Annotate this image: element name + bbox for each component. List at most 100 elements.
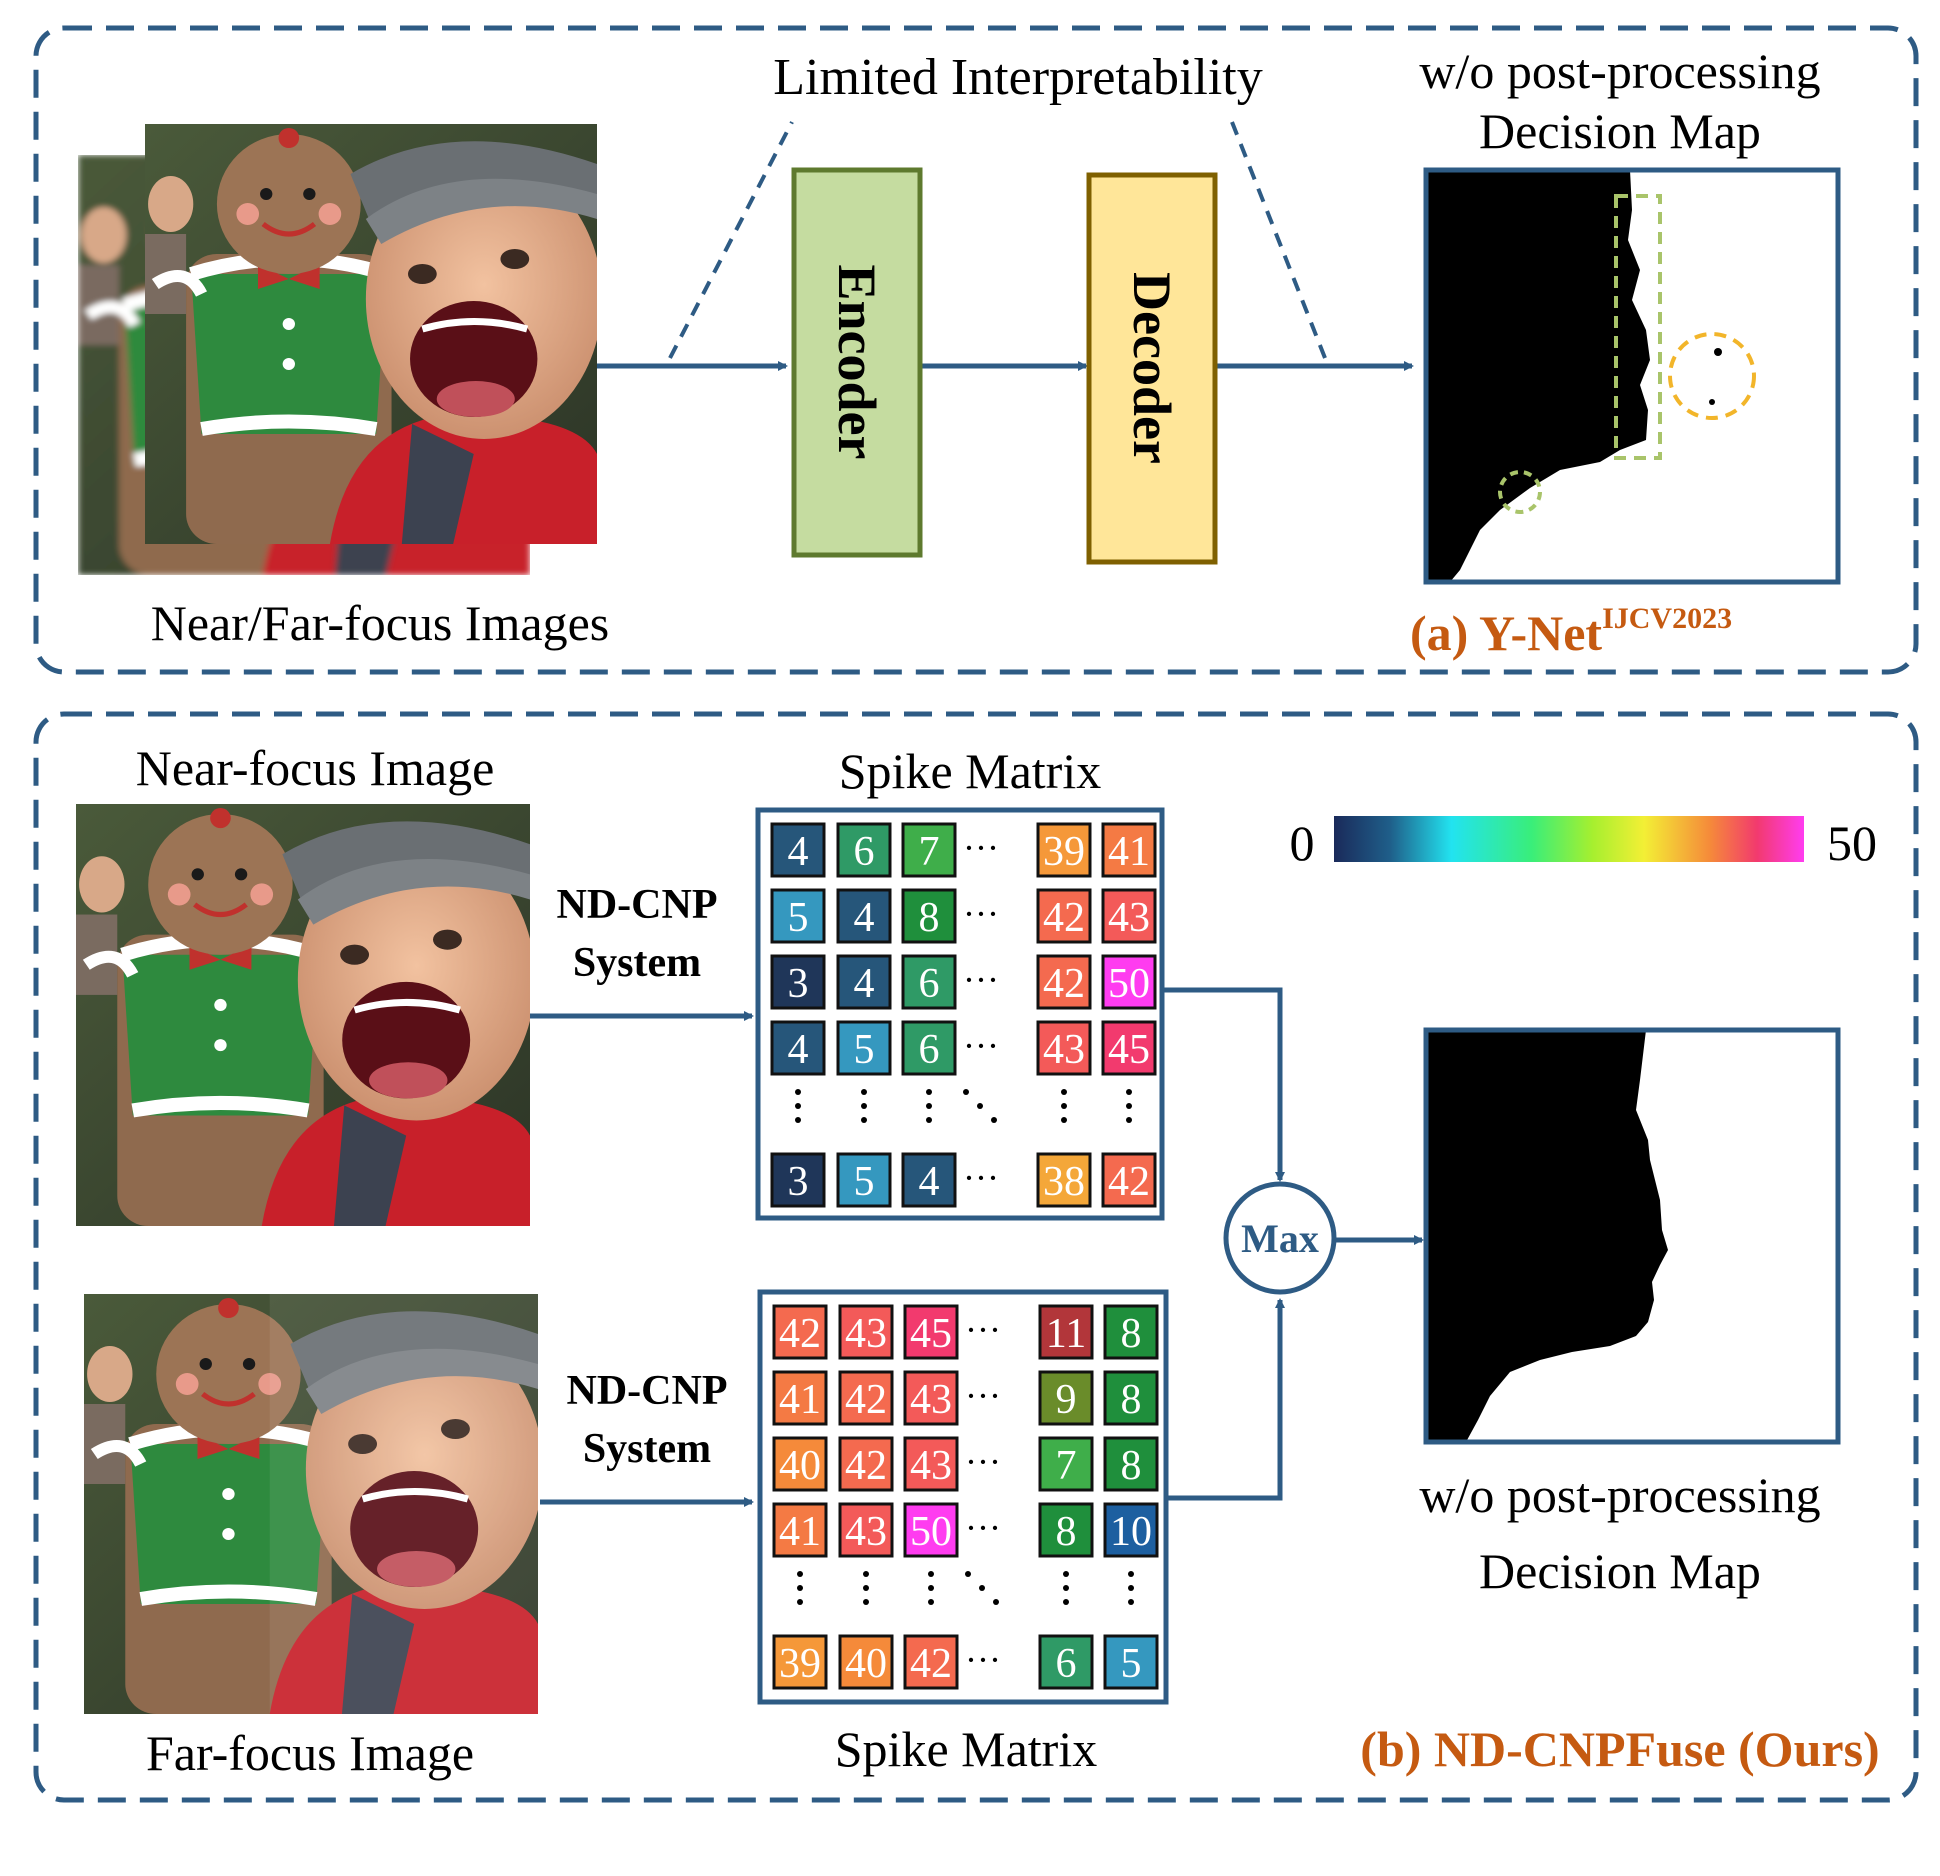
ours-output-label-line2: Decision Map — [1479, 1543, 1761, 1599]
spike-cell — [1036, 954, 1092, 1010]
column-ellipsis-dot — [797, 1599, 803, 1605]
spike-cell — [838, 1634, 894, 1690]
diagonal-ellipsis-dot — [977, 1103, 983, 1109]
spike-cell — [1036, 888, 1092, 944]
row-ellipsis: ··· — [965, 1376, 1001, 1416]
spike-cell-value: 41 — [779, 1377, 821, 1423]
spike-cell-value: 43 — [845, 1509, 887, 1555]
arrow-bottom-matrix-to-max — [1166, 1298, 1285, 1501]
spike-cell — [770, 1020, 826, 1076]
spike-cell-value: 39 — [779, 1641, 821, 1687]
column-ellipsis-dot — [863, 1599, 869, 1605]
column-ellipsis-dot — [863, 1571, 869, 1577]
spike-cell-value: 40 — [845, 1641, 887, 1687]
nd-cnp-bottom-line2: System — [583, 1426, 711, 1472]
row-ellipsis: ··· — [965, 1442, 1001, 1482]
spike-cell-value: 38 — [1043, 1159, 1085, 1205]
spike-cell-value: 40 — [779, 1443, 821, 1489]
ours-decision-map — [1423, 1027, 1841, 1445]
spike-cell-value: 5 — [854, 1159, 875, 1205]
spike-cell — [772, 1436, 828, 1492]
spike-cell — [901, 1020, 957, 1076]
spike-cell — [1101, 822, 1157, 878]
ynet-artifact-circle-large — [1668, 332, 1756, 420]
spike-cell — [770, 822, 826, 878]
column-ellipsis-dot — [926, 1103, 932, 1109]
spike-matrix-bottom-label: Spike Matrix — [835, 1721, 1097, 1777]
spike-cell-value: 41 — [779, 1509, 821, 1555]
column-ellipsis-dot — [1063, 1585, 1069, 1591]
spike-cell-value: 7 — [919, 829, 940, 875]
row-ellipsis: ··· — [965, 1640, 1001, 1680]
spike-cell — [903, 1502, 959, 1558]
max-label: Max — [1241, 1216, 1319, 1261]
spike-cell — [1038, 1634, 1094, 1690]
column-ellipsis-dot — [1128, 1599, 1134, 1605]
spike-cell — [1038, 1370, 1094, 1426]
interpretability-dash-right — [1230, 121, 1327, 359]
diagonal-ellipsis-dot — [965, 1571, 971, 1577]
spike-cell — [1036, 1152, 1092, 1208]
spike-cell — [770, 888, 826, 944]
column-ellipsis-dot — [1061, 1103, 1067, 1109]
column-ellipsis-dot — [861, 1117, 867, 1123]
spike-cell — [1038, 1436, 1094, 1492]
diagonal-ellipsis-dot — [991, 1117, 997, 1123]
colorbar-min-label: 0 — [1290, 815, 1315, 871]
spike-cell — [903, 1304, 959, 1360]
spike-cell — [772, 1634, 828, 1690]
spike-cell-value: 43 — [910, 1377, 952, 1423]
spike-cell — [838, 1436, 894, 1492]
spike-cell-value: 8 — [919, 895, 940, 941]
column-ellipsis-dot — [861, 1103, 867, 1109]
spike-cell-value: 11 — [1046, 1311, 1086, 1357]
column-ellipsis-dot — [1128, 1585, 1134, 1591]
nd-cnp-top-line1: ND-CNP — [557, 882, 718, 928]
spike-cell-value: 5 — [854, 1027, 875, 1073]
spike-cell-value: 9 — [1056, 1377, 1077, 1423]
colorbar-max-label: 50 — [1827, 815, 1877, 871]
spike-cell-value: 3 — [788, 961, 809, 1007]
spike-cell — [1036, 1020, 1092, 1076]
column-ellipsis-dot — [1128, 1571, 1134, 1577]
ours-output-label-line1: w/o post-processing — [1419, 1467, 1820, 1523]
spike-cell-value: 3 — [788, 1159, 809, 1205]
spike-cell — [1101, 1020, 1157, 1076]
spike-cell — [1101, 1152, 1157, 1208]
column-ellipsis-dot — [795, 1103, 801, 1109]
spike-cell-value: 45 — [910, 1311, 952, 1357]
far-focus-label: Far-focus Image — [146, 1725, 474, 1781]
column-ellipsis-dot — [928, 1599, 934, 1605]
spike-cell — [836, 888, 892, 944]
arrow-top-matrix-to-max — [1162, 987, 1285, 1182]
column-ellipsis-dot — [926, 1117, 932, 1123]
spike-matrix-top-label: Spike Matrix — [839, 743, 1101, 799]
spike-cell — [1036, 822, 1092, 878]
spike-cell-value: 43 — [910, 1443, 952, 1489]
spike-cell — [836, 1020, 892, 1076]
spike-cell — [836, 954, 892, 1010]
encoder-label: Encoder — [827, 265, 887, 460]
spike-cell — [772, 1370, 828, 1426]
spike-cell — [901, 1152, 957, 1208]
spike-cell — [1101, 888, 1157, 944]
column-ellipsis-dot — [861, 1089, 867, 1095]
column-ellipsis-dot — [928, 1571, 934, 1577]
spike-cell-value: 42 — [845, 1443, 887, 1489]
spike-cell-value: 5 — [1121, 1641, 1142, 1687]
row-ellipsis: ··· — [965, 1310, 1001, 1350]
spike-cell — [838, 1370, 894, 1426]
spike-cell-value: 8 — [1121, 1377, 1142, 1423]
spike-cell — [901, 822, 957, 878]
column-ellipsis-dot — [795, 1089, 801, 1095]
spike-cell — [901, 888, 957, 944]
diagonal-ellipsis-dot — [963, 1089, 969, 1095]
spike-cell — [838, 1304, 894, 1360]
column-ellipsis-dot — [1061, 1117, 1067, 1123]
spike-cell — [836, 822, 892, 878]
spike-cell — [901, 954, 957, 1010]
column-ellipsis-dot — [1063, 1599, 1069, 1605]
spike-cell — [770, 1152, 826, 1208]
spike-cell-value: 41 — [1108, 829, 1150, 875]
